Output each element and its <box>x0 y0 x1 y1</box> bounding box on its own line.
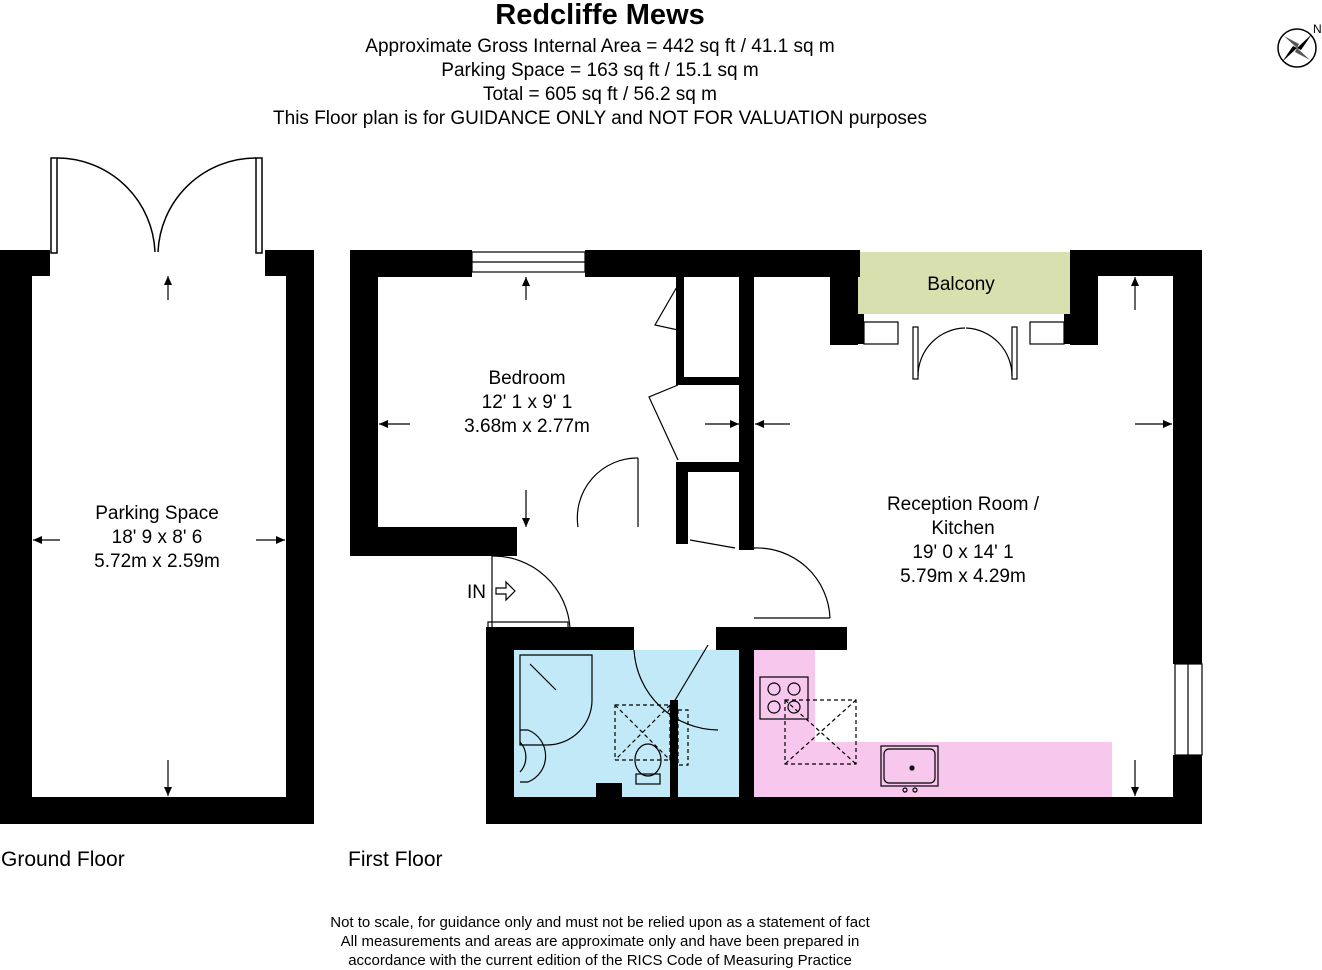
kitchen-fill <box>754 650 1112 797</box>
bathroom-fixtures <box>519 654 689 785</box>
parking-space-room: Parking Space 18' 9 x 8' 6 5.72m x 2.59m <box>0 157 314 824</box>
windows <box>471 251 1203 756</box>
disclaimer-line-2: All measurements and areas are approxima… <box>340 933 860 950</box>
entrance-arrow-icon <box>495 580 516 602</box>
kitchen-fixtures <box>759 676 939 793</box>
first-floor-walls <box>350 250 1202 824</box>
reception-label-line1: Reception Room / <box>887 494 1040 515</box>
reception-imperial: 19' 0 x 14' 1 <box>912 542 1013 563</box>
plan-title: Redcliffe Mews <box>495 0 705 31</box>
total-area-line: Total = 605 sq ft / 56.2 sq m <box>483 84 717 105</box>
disclaimer-line-3: accordance with the current edition of t… <box>348 952 852 969</box>
reception-label-line2: Kitchen <box>931 518 994 539</box>
balcony-label: Balcony <box>927 274 995 295</box>
bedroom-metric: 3.68m x 2.77m <box>464 416 590 437</box>
dimension-arrows <box>379 277 1172 796</box>
parking-area-line: Parking Space = 163 sq ft / 15.1 sq m <box>441 60 759 81</box>
parking-label: Parking Space <box>95 503 219 524</box>
ground-floor-label: Ground Floor <box>1 848 125 871</box>
entrance-label: IN <box>467 582 486 603</box>
compass-icon: N <box>1277 22 1322 68</box>
bedroom-label: Bedroom <box>488 368 565 389</box>
parking-imperial: 18' 9 x 8' 6 <box>112 527 203 548</box>
bathroom-fill <box>514 650 739 797</box>
first-floor-label: First Floor <box>348 848 443 871</box>
disclaimer-line-1: Not to scale, for guidance only and must… <box>330 914 870 931</box>
balcony-fill <box>858 252 1070 314</box>
guidance-line: This Floor plan is for GUIDANCE ONLY and… <box>273 108 927 129</box>
reception-metric: 5.79m x 4.29m <box>900 566 1026 587</box>
bedroom-imperial: 12' 1 x 9' 1 <box>482 392 573 413</box>
parking-metric: 5.72m x 2.59m <box>94 551 220 572</box>
doors <box>487 284 1018 731</box>
compass-north-label: N <box>1313 22 1322 36</box>
gross-area-line: Approximate Gross Internal Area = 442 sq… <box>365 36 835 57</box>
